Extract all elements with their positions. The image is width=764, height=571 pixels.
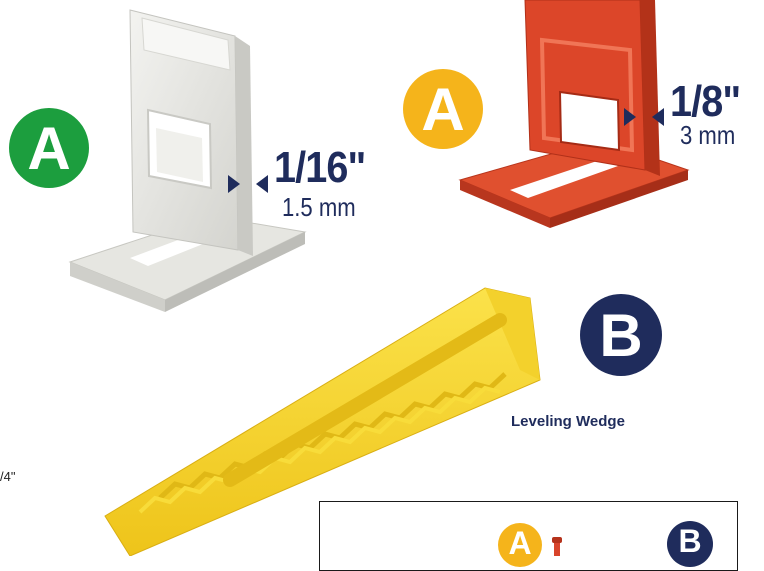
arrow-right-icon xyxy=(228,175,240,193)
small-clip-gap-fraction: 1/16" xyxy=(274,143,366,192)
red-leveling-clip-image xyxy=(458,0,690,228)
wedge-caption: Leveling Wedge xyxy=(511,413,625,430)
badge-a-yellow: A xyxy=(403,69,483,149)
badge-b-navy: B xyxy=(580,294,662,376)
large-clip-gap-metric: 3 mm xyxy=(680,120,736,150)
leveling-wedge-image xyxy=(104,287,541,556)
inset-red-clip-top xyxy=(552,537,562,543)
large-clip-gap-fraction: 1/8" xyxy=(670,77,741,126)
arrow-left-icon xyxy=(652,108,664,126)
cropped-label: /4" xyxy=(0,469,16,484)
white-leveling-clip-image xyxy=(68,9,307,312)
arrow-right-icon xyxy=(624,108,636,126)
badge-a-green: A xyxy=(9,108,89,188)
inset-badge-b: B xyxy=(667,521,713,567)
small-clip-gap-metric: 1.5 mm xyxy=(282,192,356,222)
inset-red-clip-image xyxy=(554,541,560,556)
arrow-left-icon xyxy=(256,175,268,193)
inset-badge-a: A xyxy=(498,523,542,567)
